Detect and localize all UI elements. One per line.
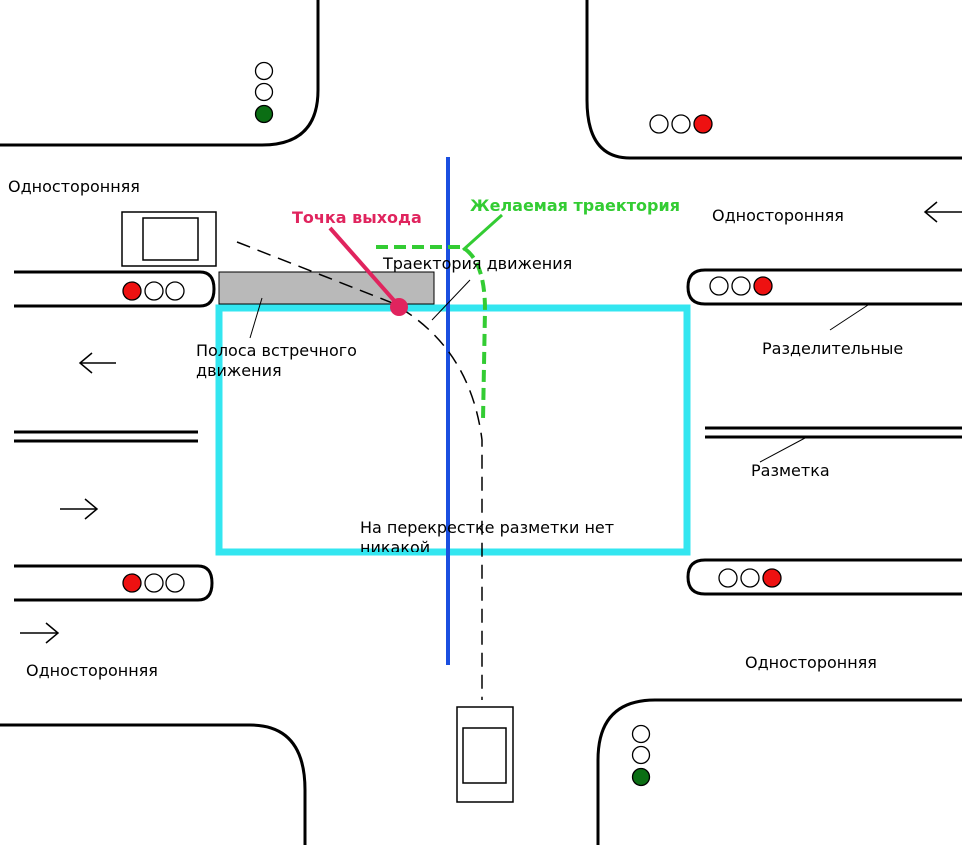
car-icon	[456, 706, 514, 803]
no-marking-label: На перекрестке разметки нет никакой	[360, 518, 615, 552]
traffic-light-icon	[631, 724, 651, 787]
leader-dividers	[829, 304, 869, 331]
desired-trajectory-pointer	[461, 213, 504, 252]
cars	[121, 211, 514, 803]
traffic-light-icon	[122, 281, 185, 301]
leader-oncoming	[249, 297, 263, 339]
marking-label: Разметка	[751, 461, 830, 480]
desired-trajectory-path	[376, 245, 488, 421]
intersection-zone	[215, 304, 691, 556]
one-way-label-bottom-left: Односторонняя	[26, 661, 158, 680]
leader-lines	[249, 279, 869, 463]
median-left-upper	[14, 270, 216, 308]
arrows	[20, 201, 962, 644]
curb-bottom-right	[596, 698, 962, 845]
curb-top-right	[585, 0, 962, 160]
curb-top-left	[0, 0, 320, 147]
movement-trajectory-label: Траектория движения	[383, 254, 573, 273]
desired-trajectory-label: Желаемая траектория	[470, 196, 680, 215]
lane-markings	[14, 426, 962, 443]
exit-point-marker	[390, 298, 408, 316]
one-way-label-bottom-right: Односторонняя	[745, 653, 877, 672]
traffic-light-icon	[718, 568, 782, 588]
one-way-label-top-right: Односторонняя	[712, 206, 844, 225]
car-icon	[121, 211, 217, 267]
traffic-light-icon	[254, 61, 274, 124]
arrow-right-icon	[20, 622, 60, 644]
oncoming-lane-label: Полоса встречного движения	[196, 341, 357, 380]
traffic-light-icon	[649, 114, 713, 134]
curb-bottom-left	[0, 723, 307, 845]
exit-point-label: Точка выхода	[292, 208, 422, 227]
exit-point-pointer	[328, 226, 400, 307]
arrow-left-icon	[923, 201, 962, 223]
arrow-right-icon	[60, 498, 99, 520]
median-right-lower	[686, 558, 962, 596]
traffic-lights	[122, 61, 782, 787]
leader-trajectory	[431, 279, 471, 321]
leader-marking	[759, 437, 806, 463]
median-right-upper	[686, 268, 962, 306]
median-left-lower	[14, 564, 214, 602]
medians	[14, 268, 962, 602]
traffic-light-icon	[709, 276, 773, 296]
arrow-left-icon	[78, 352, 116, 374]
traffic-light-icon	[122, 573, 185, 593]
one-way-label-top-left: Односторонняя	[8, 177, 140, 196]
dividers-label: Разделительные	[762, 339, 904, 358]
